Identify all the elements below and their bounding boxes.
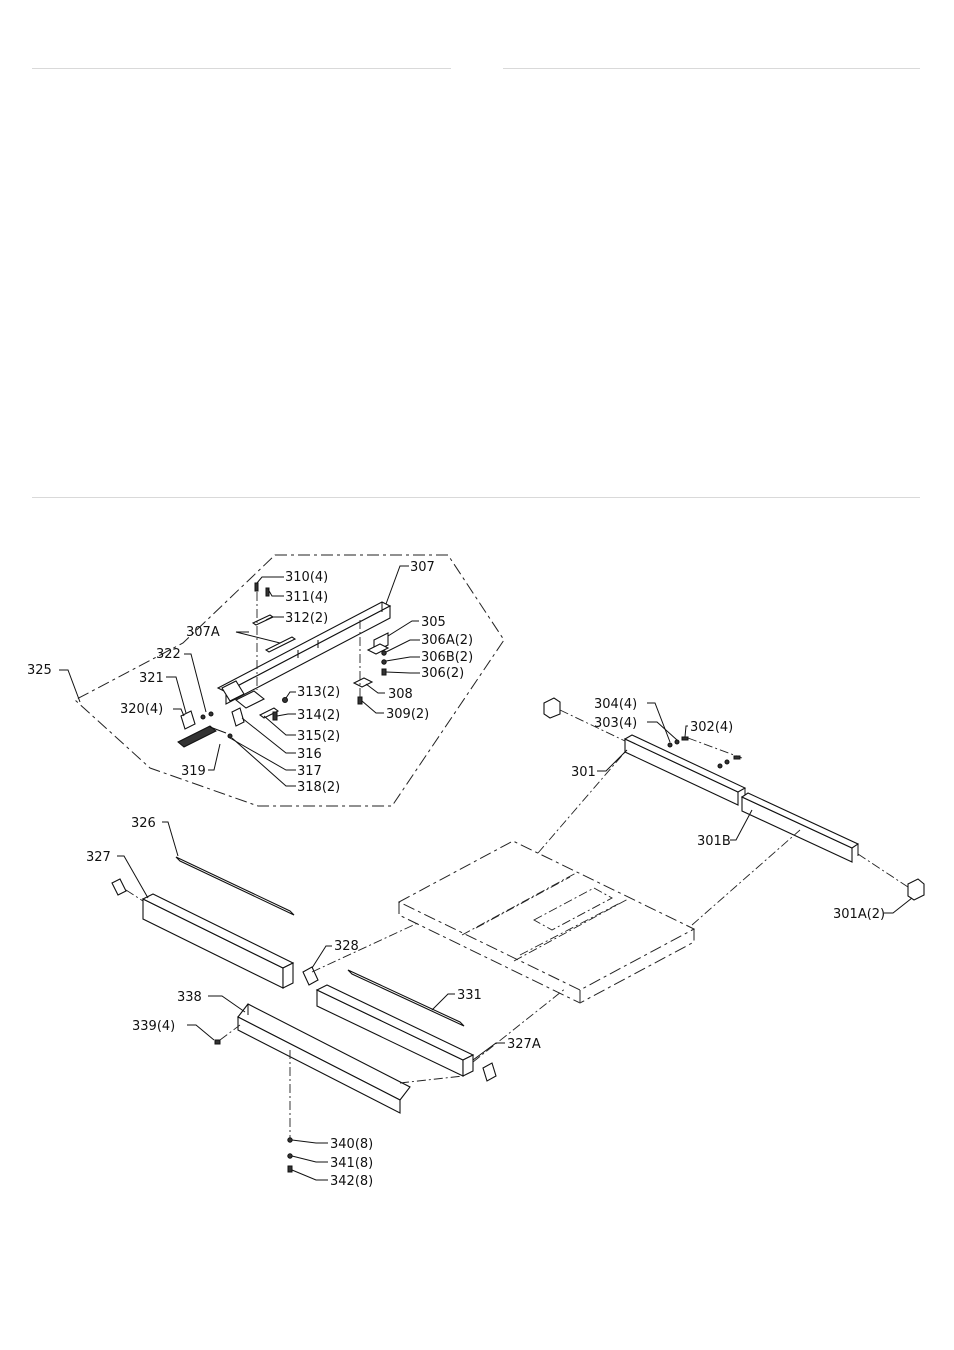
part-304-washer xyxy=(668,743,672,747)
part-313-screw xyxy=(283,698,288,703)
callout-327A: 327A xyxy=(507,1037,541,1052)
callout-313: 313(2) xyxy=(297,685,340,700)
part-302-bolt xyxy=(682,737,688,740)
callout-327: 327 xyxy=(86,850,111,865)
part-304-washer-2 xyxy=(718,764,722,768)
part-339-screw xyxy=(215,1040,220,1044)
part-314-screw xyxy=(273,712,277,720)
callout-331: 331 xyxy=(457,988,482,1003)
callout-325: 325 xyxy=(27,663,52,678)
callout-340: 340(8) xyxy=(330,1137,373,1152)
part-321-washer xyxy=(201,715,205,719)
part-318-pin xyxy=(228,734,232,738)
part-328-end-cap xyxy=(303,967,318,985)
callout-318: 318(2) xyxy=(297,780,340,795)
callout-307: 307 xyxy=(410,560,435,575)
callout-307A: 307A xyxy=(186,625,220,640)
callout-310: 310(4) xyxy=(285,570,328,585)
part-301B-rail xyxy=(742,793,858,862)
callout-309: 309(2) xyxy=(386,707,429,722)
callout-314: 314(2) xyxy=(297,708,340,723)
callout-306B: 306B(2) xyxy=(421,650,473,665)
part-308-block xyxy=(354,678,372,687)
part-309-screw xyxy=(358,697,362,704)
table-top xyxy=(399,841,694,1003)
callout-304: 304(4) xyxy=(594,697,637,712)
part-327-end-cap xyxy=(112,879,126,895)
callout-311: 311(4) xyxy=(285,590,328,605)
callout-317: 317 xyxy=(297,764,322,779)
callout-306: 306(2) xyxy=(421,666,464,681)
callout-301: 301 xyxy=(571,765,596,780)
callout-326: 326 xyxy=(131,816,156,831)
part-301A-end-cap-left xyxy=(544,698,560,718)
callout-305: 305 xyxy=(421,615,446,630)
part-326-strip xyxy=(176,857,294,915)
part-302-bolt-2 xyxy=(734,756,740,759)
part-341-washer xyxy=(288,1154,292,1158)
callout-302: 302(4) xyxy=(690,720,733,735)
part-306B-washer xyxy=(382,660,386,664)
callout-labels: 310(4) 311(4) 312(2) 307 307A 305 306A(2… xyxy=(27,560,885,1189)
part-327A-end-cap xyxy=(483,1063,496,1081)
part-306-screw xyxy=(382,669,386,675)
callout-342: 342(8) xyxy=(330,1174,373,1189)
callout-320: 320(4) xyxy=(120,702,163,717)
callout-319: 319 xyxy=(181,764,206,779)
part-310-screw xyxy=(255,583,258,591)
callout-315: 315(2) xyxy=(297,729,340,744)
callout-301B: 301B xyxy=(697,834,731,849)
callout-328: 328 xyxy=(334,939,359,954)
callout-301A: 301A(2) xyxy=(833,907,885,922)
part-322-washer xyxy=(209,712,213,716)
part-301-rail xyxy=(625,735,745,805)
callout-312: 312(2) xyxy=(285,611,328,626)
callout-339: 339(4) xyxy=(132,1019,175,1034)
part-303-washer xyxy=(675,740,679,744)
part-312-plate xyxy=(253,615,273,625)
part-303-washer-2 xyxy=(725,760,729,764)
part-301A-end-cap-right xyxy=(908,879,924,900)
leader-lines xyxy=(59,566,912,1180)
callout-322: 322 xyxy=(156,647,181,662)
callout-306A: 306A(2) xyxy=(421,633,473,648)
part-327-tube xyxy=(143,894,293,988)
callout-321: 321 xyxy=(139,671,164,686)
callout-338: 338 xyxy=(177,990,202,1005)
part-340-washer xyxy=(288,1138,292,1142)
part-342-nut xyxy=(288,1166,292,1172)
callout-308: 308 xyxy=(388,687,413,702)
callout-316: 316 xyxy=(297,747,322,762)
part-306A-washer xyxy=(382,651,386,655)
callout-341: 341(8) xyxy=(330,1156,373,1171)
callout-303: 303(4) xyxy=(594,716,637,731)
